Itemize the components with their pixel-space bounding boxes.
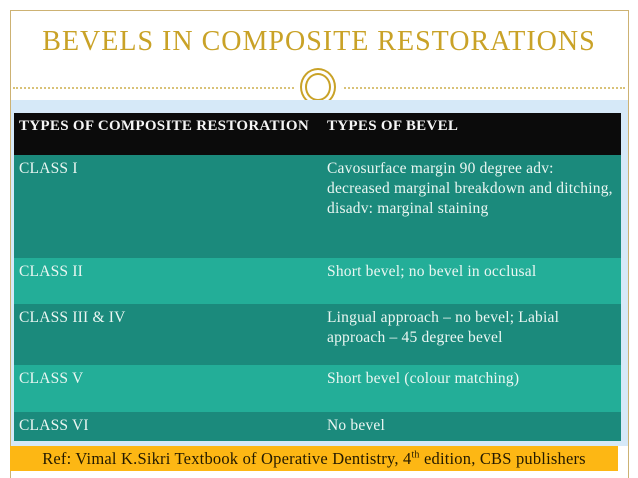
restoration-cell: CLASS I [14, 155, 322, 258]
bevel-cell: Short bevel; no bevel in occlusal [322, 258, 621, 304]
table-row: CLASS VI No bevel [14, 412, 621, 441]
restoration-cell: CLASS V [14, 365, 322, 412]
table-row: CLASS II Short bevel; no bevel in occlus… [14, 258, 621, 304]
reference-banner: Ref: Vimal K.Sikri Textbook of Operative… [10, 446, 618, 471]
ordinal-superscript: th [411, 449, 420, 460]
restoration-cell: CLASS III & IV [14, 304, 322, 365]
table-row: CLASS V Short bevel (colour matching) [14, 365, 621, 412]
restoration-cell: CLASS II [14, 258, 322, 304]
column-header-bevel: TYPES OF BEVEL [322, 113, 621, 155]
table-row: CLASS I Cavosurface margin 90 degree adv… [14, 155, 621, 258]
reference-text: Ref: Vimal K.Sikri Textbook of Operative… [42, 448, 586, 468]
bevel-cell: No bevel [322, 412, 621, 441]
bevel-cell: Lingual approach – no bevel; Labial appr… [322, 304, 621, 365]
bevels-table: TYPES OF COMPOSITE RESTORATION TYPES OF … [14, 113, 621, 441]
page-title: BEVELS IN COMPOSITE RESTORATIONS [42, 26, 596, 57]
bevel-cell: Short bevel (colour matching) [322, 365, 621, 412]
table-row: CLASS III & IV Lingual approach – no bev… [14, 304, 621, 365]
restoration-cell: CLASS VI [14, 412, 322, 441]
column-header-restoration: TYPES OF COMPOSITE RESTORATION [14, 113, 322, 155]
bevel-cell: Cavosurface margin 90 degree adv: decrea… [322, 155, 621, 258]
table-header-row: TYPES OF COMPOSITE RESTORATION TYPES OF … [14, 113, 621, 155]
